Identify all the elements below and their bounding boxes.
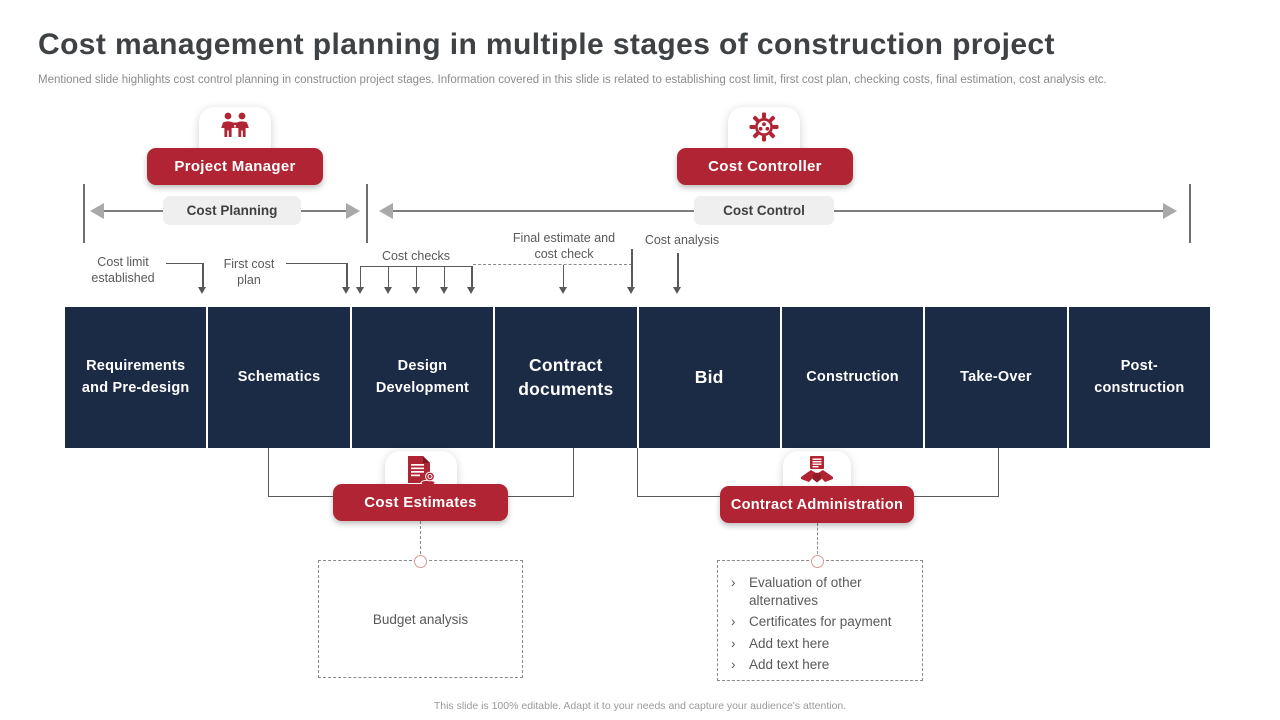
list-item: ›Certificates for payment <box>731 614 892 630</box>
stage-bid[interactable]: Bid <box>638 307 782 448</box>
down-arrow-icon <box>384 266 391 294</box>
cost-estimates-label: Cost Estimates <box>364 494 477 511</box>
down-arrow-icon <box>199 263 206 294</box>
stage-construction[interactable]: Construction <box>781 307 926 448</box>
down-arrow-icon <box>559 265 566 294</box>
arrowhead-left-icon <box>379 203 393 219</box>
cost-planning-pill[interactable]: Cost Planning <box>163 196 301 225</box>
contract-administration-badge[interactable]: Contract Administration <box>720 486 914 523</box>
down-arrow-icon <box>674 253 681 294</box>
connector-line <box>572 448 574 497</box>
chevron-bullet-icon: › <box>731 635 736 651</box>
connector-node-icon <box>414 555 427 568</box>
arrowhead-left-icon <box>90 203 104 219</box>
connector-line <box>636 448 638 497</box>
down-arrow-icon <box>628 249 635 294</box>
stage-bar: Requirements and Pre-design Schematics D… <box>65 307 1210 448</box>
span-divider-right <box>1189 184 1191 243</box>
annotation-final-estimate: Final estimate and cost check <box>512 231 616 261</box>
dashed-connector-line <box>816 523 818 554</box>
project-manager-label: Project Manager <box>174 158 296 175</box>
span-divider-left <box>83 184 85 243</box>
span-divider-middle <box>366 184 368 243</box>
chevron-bullet-icon: › <box>731 657 736 673</box>
gear-icon <box>749 112 779 147</box>
cost-controller-badge[interactable]: Cost Controller <box>677 148 853 185</box>
down-arrow-icon <box>343 263 350 294</box>
budget-analysis-box[interactable]: Budget analysis <box>318 560 523 678</box>
dashed-connector-line <box>419 521 421 554</box>
connector-line <box>166 263 203 264</box>
annotation-cost-limit: Cost limit established <box>91 255 155 285</box>
stage-requirements[interactable]: Requirements and Pre-design <box>65 307 209 448</box>
budget-analysis-text: Budget analysis <box>372 611 469 627</box>
arrowhead-right-icon <box>346 203 360 219</box>
cost-planning-label: Cost Planning <box>186 203 278 218</box>
cost-control-pill[interactable]: Cost Control <box>694 196 834 225</box>
down-arrow-icon <box>356 266 363 294</box>
stage-post-construction[interactable]: Post-construction <box>1068 307 1210 448</box>
stage-contract-documents[interactable]: Contract documents <box>495 307 639 448</box>
stage-design-development[interactable]: Design Development <box>351 307 496 448</box>
cost-controller-label: Cost Controller <box>708 158 822 175</box>
annotation-first-cost-plan: First cost plan <box>223 257 275 287</box>
annotation-cost-checks: Cost checks <box>381 249 451 263</box>
connector-node-icon <box>811 555 824 568</box>
stage-take-over[interactable]: Take-Over <box>925 307 1069 448</box>
down-arrow-icon <box>412 266 419 294</box>
cost-control-label: Cost Control <box>723 203 805 218</box>
arrowhead-right-icon <box>1163 203 1177 219</box>
down-arrow-icon <box>468 266 475 294</box>
list-item: ›Add text here <box>731 657 830 673</box>
list-item: ›Add text here <box>731 635 830 651</box>
footer-note: This slide is 100% editable. Adapt it to… <box>433 700 847 712</box>
contract-administration-box[interactable]: ›Evaluation of other alternatives ›Certi… <box>717 560 923 681</box>
connector-line <box>267 448 269 497</box>
stage-schematics[interactable]: Schematics <box>208 307 352 448</box>
annotation-cost-analysis: Cost analysis <box>644 233 720 247</box>
list-item: ›Evaluation of other alternatives <box>731 575 862 608</box>
contract-administration-list: ›Evaluation of other alternatives ›Certi… <box>718 561 922 674</box>
chevron-bullet-icon: › <box>731 614 736 630</box>
page-title: Cost management planning in multiple sta… <box>38 28 1055 61</box>
dashed-connector-line <box>473 264 632 265</box>
cost-estimates-badge[interactable]: Cost Estimates <box>333 484 508 521</box>
down-arrow-icon <box>440 266 447 294</box>
chevron-bullet-icon: › <box>731 575 736 590</box>
project-manager-badge[interactable]: Project Manager <box>147 148 323 185</box>
connector-line <box>997 448 999 497</box>
contract-administration-label: Contract Administration <box>730 496 904 513</box>
connector-line <box>286 263 347 264</box>
handshake-icon <box>800 456 834 494</box>
page-subtitle: Mentioned slide highlights cost control … <box>38 74 1107 86</box>
team-icon <box>218 112 252 143</box>
